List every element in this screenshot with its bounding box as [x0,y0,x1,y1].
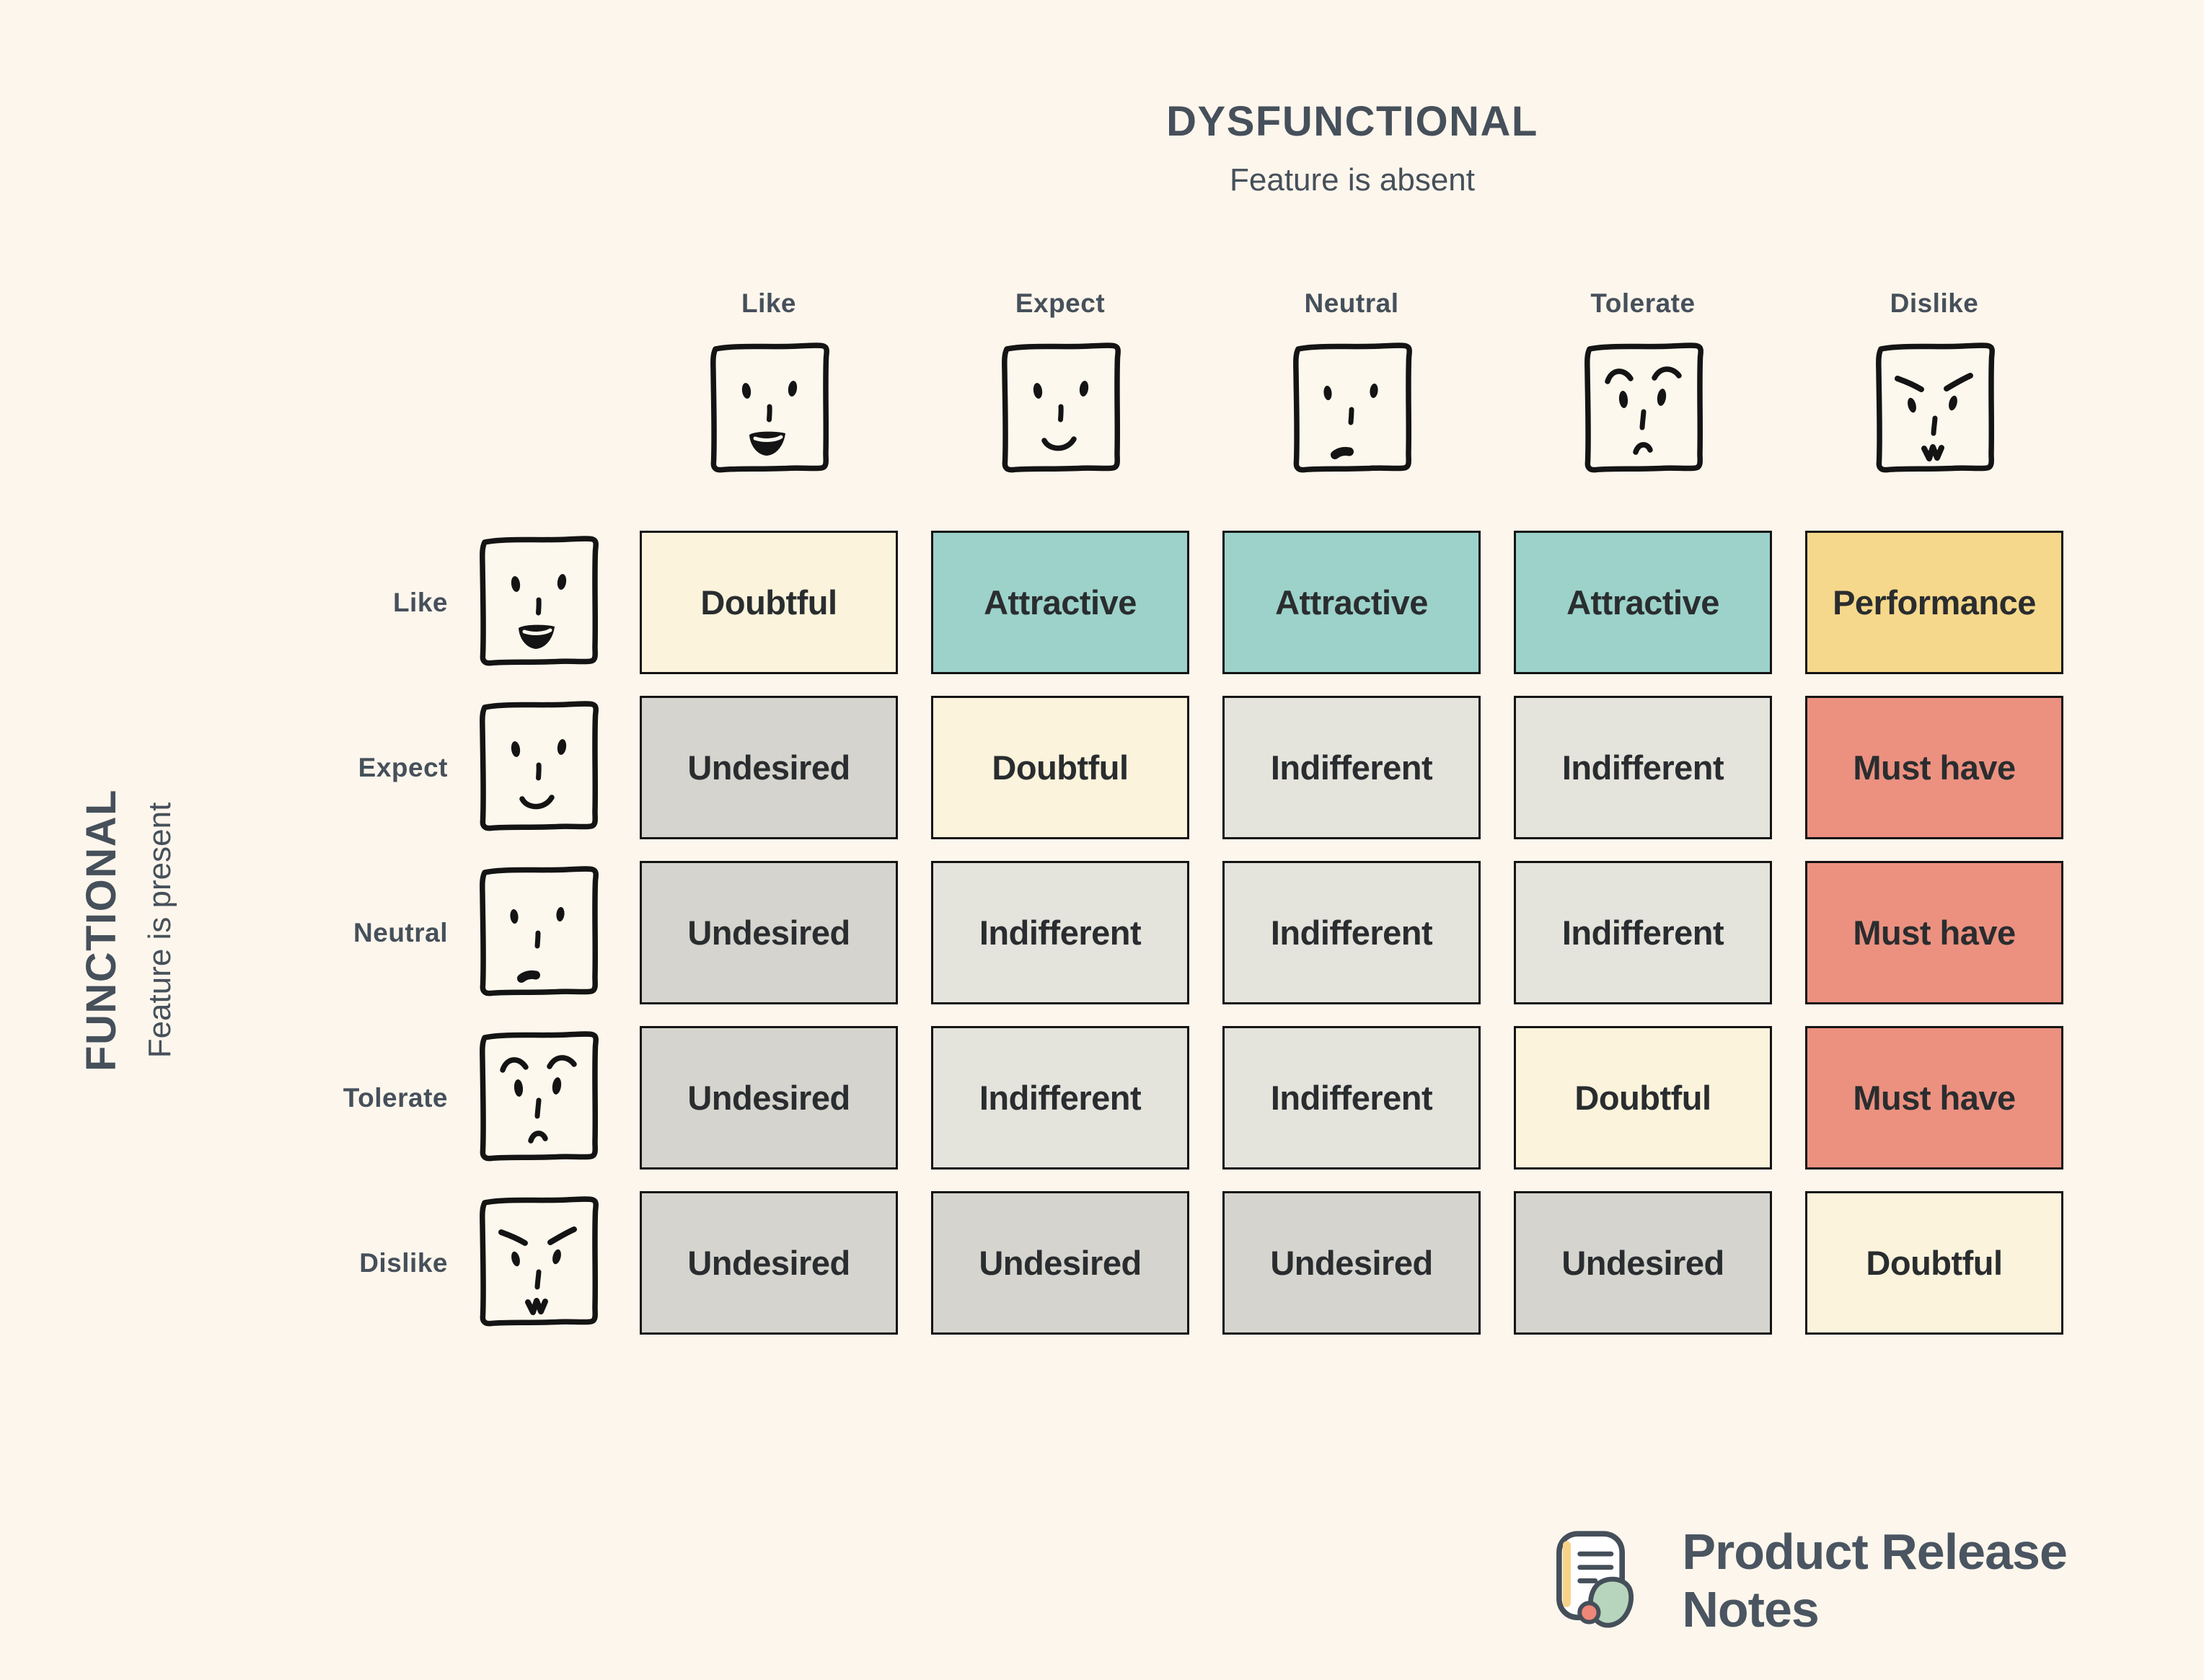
matrix-cell-4-5: Must have [1805,1026,2063,1170]
dysfunctional-axis-title: DYSFUNCTIONAL [1166,98,1538,145]
matrix-cell-3-3: Indifferent [1222,861,1481,1004]
column-label-dislike: Dislike [1890,288,1979,318]
row-header-dislike: Dislike [325,1191,607,1335]
matrix-cell-1-2: Attractive [931,531,1189,674]
matrix-cell-4-4: Doubtful [1514,1026,1772,1170]
brand-name: Product Release Notes [1682,1524,2068,1637]
matrix-cell-2-4: Indifferent [1514,696,1772,839]
matrix-cell-4-2: Indifferent [931,1026,1189,1170]
matrix-cell-5-1: Undesired [640,1191,898,1335]
row-label-dislike: Dislike [359,1247,448,1278]
dysfunctional-axis-subtitle: Feature is absent [1230,162,1475,198]
functional-axis: FUNCTIONAL Feature is present [78,534,231,1327]
matrix-cell-5-4: Undesired [1514,1191,1772,1335]
column-label-expect: Expect [1015,288,1106,318]
angry-face-icon [1866,335,2003,483]
matrix-cell-1-3: Attractive [1222,531,1481,674]
annoyed-face-icon [470,1024,607,1172]
happy-face-icon [700,335,837,483]
smile-face-icon [992,335,1129,483]
row-label-like: Like [392,587,448,617]
matrix-cell-2-1: Undesired [640,696,898,839]
happy-face-icon [470,529,607,676]
brand: Product Release Notes [1551,1523,2204,1638]
matrix-cell-4-3: Indifferent [1222,1026,1481,1170]
column-header-expect: Expect [931,289,1189,509]
row-header-like: Like [325,531,607,674]
matrix-cell-3-1: Undesired [640,861,898,1004]
matrix-cell-1-4: Attractive [1514,531,1772,674]
matrix-cell-2-3: Indifferent [1222,696,1481,839]
matrix-cell-3-5: Must have [1805,861,2063,1004]
smile-face-icon [470,694,607,841]
functional-axis-title: FUNCTIONAL [78,789,125,1071]
row-header-neutral: Neutral [325,861,607,1004]
column-label-neutral: Neutral [1304,288,1399,318]
kano-grid: Like Expect Neutral Tolerate Dislike Lik [325,289,2063,1335]
neutral-face-icon [470,859,607,1007]
grid-corner [325,306,607,509]
matrix-cell-3-4: Indifferent [1514,861,1772,1004]
matrix-cell-3-2: Indifferent [931,861,1189,1004]
column-label-tolerate: Tolerate [1590,288,1696,318]
column-label-like: Like [741,288,797,318]
row-header-tolerate: Tolerate [325,1026,607,1170]
neutral-face-icon [1283,335,1420,483]
matrix-cell-5-2: Undesired [931,1191,1189,1335]
matrix-cell-5-3: Undesired [1222,1191,1481,1335]
matrix-cell-1-1: Doubtful [640,531,898,674]
column-header-like: Like [640,289,898,509]
matrix-cell-1-5: Performance [1805,531,2063,674]
matrix-cell-5-5: Doubtful [1805,1191,2063,1335]
column-header-dislike: Dislike [1805,289,2063,509]
row-label-tolerate: Tolerate [343,1082,448,1113]
row-label-neutral: Neutral [353,917,448,947]
column-header-neutral: Neutral [1222,289,1481,509]
column-header-tolerate: Tolerate [1514,289,1772,509]
angry-face-icon [470,1189,607,1337]
dysfunctional-axis: DYSFUNCTIONAL Feature is absent [640,100,2065,198]
matrix-cell-2-5: Must have [1805,696,2063,839]
matrix-cell-2-2: Doubtful [931,696,1189,839]
matrix-cell-4-1: Undesired [640,1026,898,1170]
annoyed-face-icon [1574,335,1711,483]
row-label-expect: Expect [358,752,448,782]
functional-axis-subtitle: Feature is present [142,802,177,1058]
release-notes-icon [1556,1531,1634,1628]
row-header-expect: Expect [325,696,607,839]
